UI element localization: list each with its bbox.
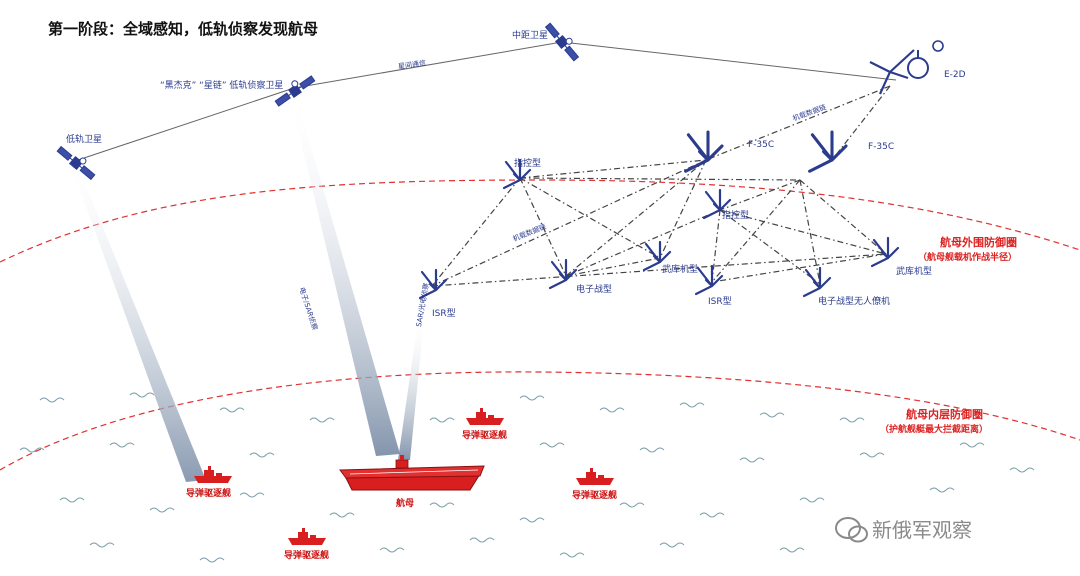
datalink-network	[431, 85, 891, 287]
leo-satellite-label: 低轨卫星	[66, 135, 103, 145]
arsenal-2-label: 武库机型	[896, 267, 933, 277]
ew-uav-label: 电子战型无人僚机	[818, 297, 891, 307]
destroyer-3-icon	[576, 468, 614, 485]
destroyer-1-icon	[466, 408, 504, 425]
beam-isr	[398, 320, 424, 460]
isr-2-icon	[694, 264, 724, 296]
inner-defense-subtitle: （护航舰艇最大拦截距离）	[880, 425, 989, 435]
meo-satellite-icon	[543, 18, 584, 63]
destroyer-4-label: 导弹驱逐舰	[284, 551, 330, 561]
command-1-label: 指控型	[514, 159, 542, 169]
arsenal-2-icon	[870, 236, 900, 268]
destroyer-4-icon	[288, 528, 326, 545]
arsenal-1-label: 武库机型	[662, 265, 699, 275]
outer-defense-circle	[0, 179, 1080, 263]
isr-2-label: ISR型	[708, 297, 732, 307]
starlink-satellite-label: “黑杰克” “星链” 低轨侦察卫星	[160, 81, 284, 91]
page-title: 第一阶段：全域感知，低轨侦察发现航母	[48, 20, 319, 38]
outer-defense-title: 航母外围防御圈	[940, 236, 1017, 249]
destroyer-1-label: 导弹驱逐舰	[462, 431, 508, 441]
e2d-label: E-2D	[944, 70, 966, 80]
f35c-1-label: F-35C	[748, 140, 775, 150]
e2d-aircraft-icon	[869, 40, 944, 95]
f35c-2-label: F-35C	[868, 142, 895, 152]
destroyer-3-label: 导弹驱逐舰	[572, 491, 618, 501]
ew-icon	[548, 258, 578, 290]
carrier-label: 航母	[396, 499, 415, 509]
beam-starlink	[292, 102, 400, 456]
ew-uav-icon	[802, 266, 832, 298]
inner-defense-circle	[0, 371, 1080, 471]
isr-1-label: ISR型	[432, 309, 456, 319]
watermark-text: 新俄军观察	[872, 518, 972, 542]
outer-defense-subtitle: （航母舰载机作战半径）	[918, 253, 1018, 263]
carrier-icon	[339, 455, 485, 491]
satellite-links	[77, 41, 897, 161]
f35c-2-icon	[808, 130, 848, 173]
meo-satellite-label: 中距卫星	[512, 31, 549, 41]
beam-leo	[72, 166, 206, 482]
destroyer-2-label: 导弹驱逐舰	[186, 489, 232, 499]
inner-defense-title: 航母内层防御圈	[906, 408, 983, 421]
command-2-label: 指控型	[722, 211, 750, 221]
ew-label: 电子战型	[576, 285, 613, 295]
wechat-logo-icon	[835, 517, 868, 543]
